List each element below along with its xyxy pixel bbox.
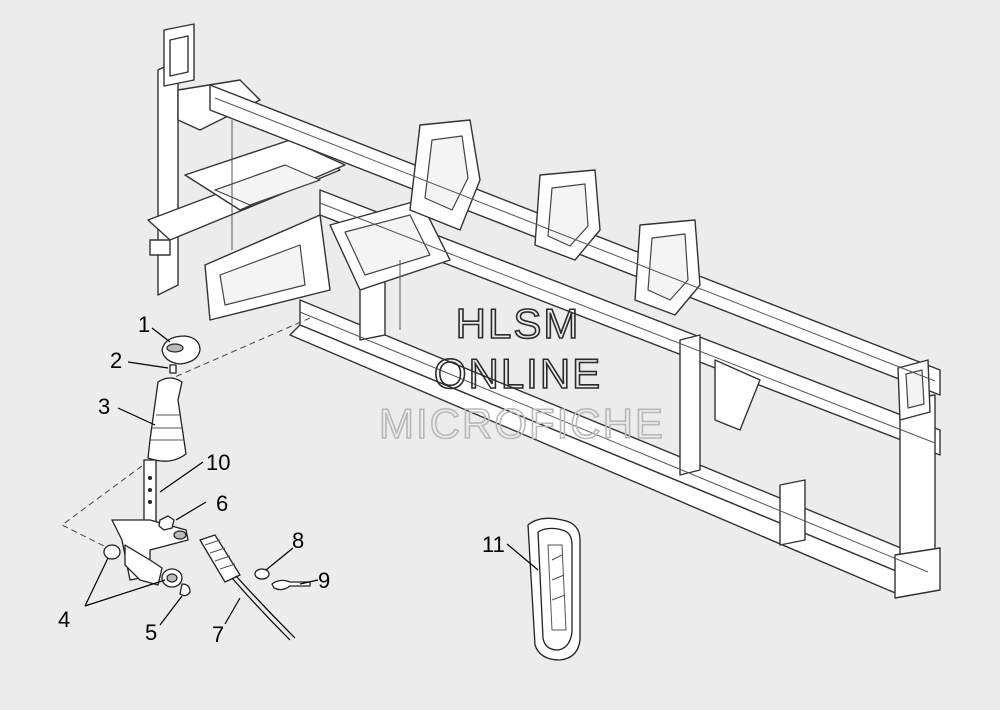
callout-1: 1: [138, 312, 150, 337]
leader-lines: [84, 327, 539, 626]
nut: [158, 515, 175, 531]
callout-11: 11: [482, 532, 505, 557]
alignment-line: [61, 459, 151, 549]
boot-gasket: [527, 517, 581, 661]
callout-9: 9: [318, 568, 330, 593]
watermark-line-1: HLSM: [456, 300, 581, 347]
clip: [179, 583, 191, 597]
callout-7: 7: [212, 622, 224, 647]
callout-4: 4: [58, 607, 70, 632]
clip-pin: [271, 579, 311, 591]
watermark-line-3: MICROFICHE: [379, 400, 665, 447]
watermark-line-2: ONLINE: [434, 350, 602, 397]
callout-10: 10: [206, 450, 230, 475]
callout-2: 2: [110, 348, 122, 373]
shift-lever-assembly: [103, 335, 201, 597]
callout-3: 3: [98, 394, 110, 419]
shift-cable: [199, 534, 296, 641]
callout-6: 6: [216, 491, 228, 516]
chassis-frame: [147, 23, 941, 599]
bushing: [103, 544, 121, 560]
callout-8: 8: [292, 528, 304, 553]
callout-5: 5: [145, 620, 157, 645]
pin: [169, 364, 177, 374]
lever-boot: [147, 377, 187, 462]
washer: [254, 568, 270, 580]
alignment-line: [167, 317, 311, 381]
